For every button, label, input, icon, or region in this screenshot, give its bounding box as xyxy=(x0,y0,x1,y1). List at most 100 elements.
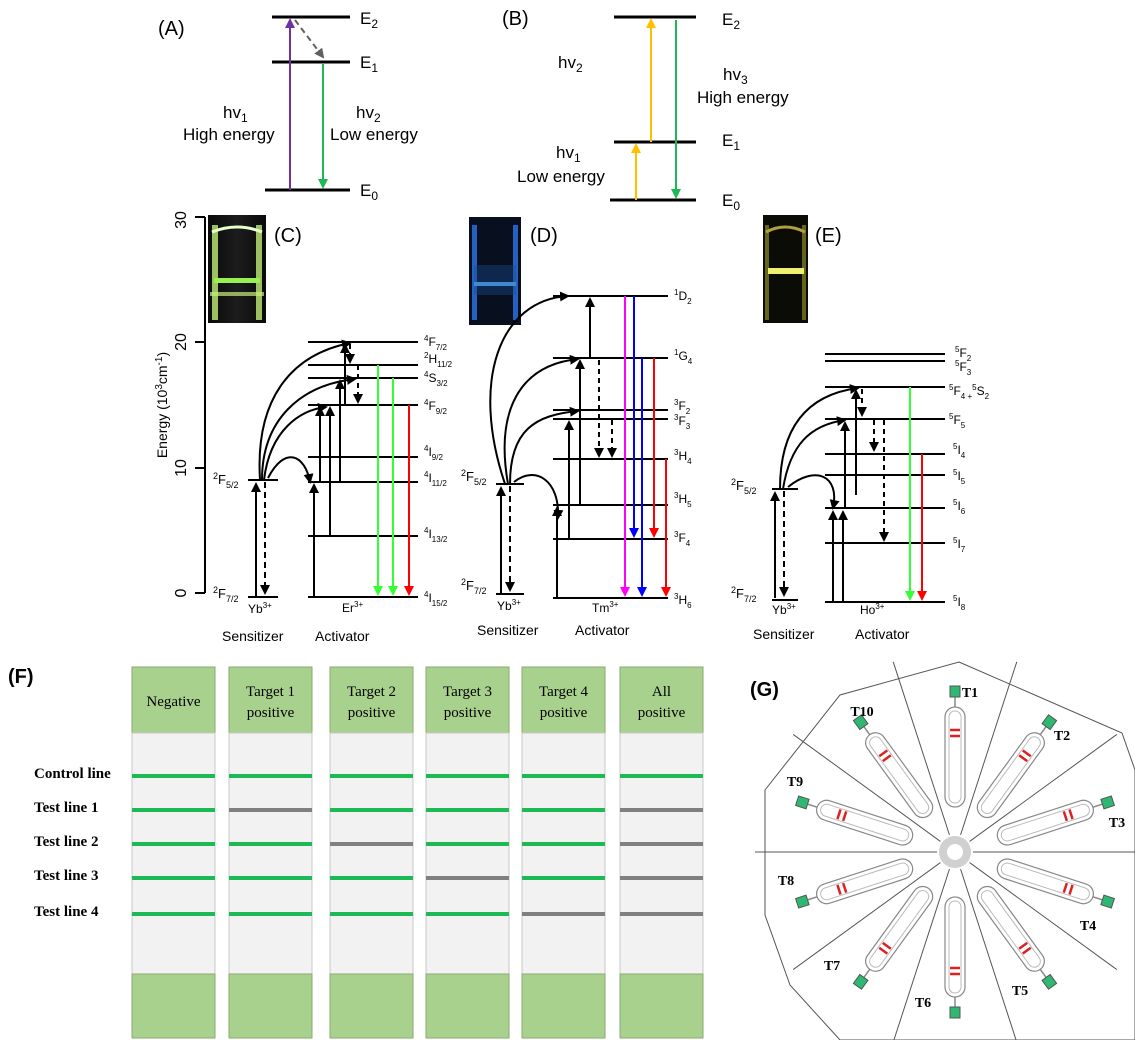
svg-text:5I5: 5I5 xyxy=(953,468,966,486)
strip-title-line2: positive xyxy=(444,705,492,721)
svg-text:Tm3+: Tm3+ xyxy=(592,600,619,615)
panel-a: (A) E2 E1 E0 hv1 High energy hv2 Low ene… xyxy=(158,9,418,203)
tube-body xyxy=(865,732,934,819)
tube-mark xyxy=(1021,946,1032,955)
tube-cap xyxy=(852,714,869,731)
svg-text:Ho3+: Ho3+ xyxy=(860,602,885,617)
strip-header-pad xyxy=(425,666,510,734)
axis-label: Energy (103cm-1) xyxy=(154,352,170,458)
row-label: Test line 2 xyxy=(34,834,98,850)
panel-a-label: (A) xyxy=(158,18,185,40)
tube-t10 xyxy=(852,714,934,819)
svg-text:2F5/2: 2F5/2 xyxy=(461,468,486,487)
panel-g-label: (G) xyxy=(750,679,779,701)
svg-text:E2: E2 xyxy=(722,10,740,32)
rotor-divider xyxy=(969,734,1118,842)
svg-text:Er3+: Er3+ xyxy=(342,600,363,615)
svg-text:3H4: 3H4 xyxy=(674,448,692,466)
tube-mark xyxy=(1068,884,1074,895)
strip-title-line2: positive xyxy=(540,705,588,721)
rotor-divider xyxy=(792,734,941,842)
strip-membrane xyxy=(329,732,414,975)
panel-e-label: (E) xyxy=(815,225,842,247)
strip-title-line1: All xyxy=(652,684,671,700)
panel-a-e0: E xyxy=(360,181,371,200)
energy-axis: 0 10 20 30 Energy (103cm-1) xyxy=(154,211,206,597)
svg-text:3F3: 3F3 xyxy=(674,413,691,431)
tube-mark xyxy=(1068,809,1074,820)
panel-b-label: (B) xyxy=(502,8,529,30)
panel-e-vial xyxy=(763,215,808,323)
strip-membrane xyxy=(131,732,216,975)
tube-neck xyxy=(1039,726,1047,736)
tube-body xyxy=(944,706,966,808)
svg-text:2F7/2: 2F7/2 xyxy=(213,585,238,604)
rotor-divider xyxy=(892,661,950,836)
tube-t9 xyxy=(794,795,914,846)
strip-4: Target 4 positive xyxy=(521,666,606,1039)
svg-text:E0: E0 xyxy=(722,191,740,213)
strip-absorbent-pad xyxy=(131,973,216,1039)
svg-text:5F5: 5F5 xyxy=(949,412,966,430)
rotor-hub-center xyxy=(947,844,963,860)
svg-text:5F3: 5F3 xyxy=(955,359,972,377)
tube-cap xyxy=(794,894,810,909)
tube-inner xyxy=(1000,862,1090,901)
svg-text:4I11/2: 4I11/2 xyxy=(424,470,447,488)
tube-cap xyxy=(1041,714,1058,731)
svg-text:4S3/2: 4S3/2 xyxy=(424,370,448,388)
tube-label: T10 xyxy=(850,705,873,720)
strip-title-line2: positive xyxy=(247,705,295,721)
tube-mark xyxy=(878,946,889,955)
rotor-divider xyxy=(893,868,950,1040)
svg-text:Yb3+: Yb3+ xyxy=(772,602,796,617)
tick-10: 10 xyxy=(173,459,190,477)
svg-text:5I7: 5I7 xyxy=(953,536,966,554)
tube-mark xyxy=(1018,754,1028,763)
tube-mark xyxy=(1021,749,1032,758)
panel-d-activator: Activator xyxy=(575,622,630,638)
tube-t4 xyxy=(996,858,1116,909)
row-label: Test line 1 xyxy=(34,800,98,816)
tube-body xyxy=(944,896,966,998)
tube-cap xyxy=(949,685,961,698)
strip-header-pad xyxy=(329,666,414,734)
svg-text:2F5/2: 2F5/2 xyxy=(731,477,756,496)
tube-t6 xyxy=(944,896,966,1019)
row-label: Test line 4 xyxy=(34,904,99,920)
tube-label: T8 xyxy=(778,874,794,889)
tube-label: T4 xyxy=(1080,919,1096,934)
tube-inner xyxy=(869,736,930,815)
tube-mark xyxy=(836,809,842,820)
rotor-divider xyxy=(960,661,1018,836)
tube-t8 xyxy=(794,858,914,909)
strip-title-line2: positive xyxy=(348,705,396,721)
tube-inner xyxy=(869,889,930,968)
panel-c-sensitizer: Sensitizer xyxy=(222,628,284,644)
tube-body xyxy=(976,885,1045,972)
tick-20: 20 xyxy=(173,333,190,351)
tube-mark xyxy=(836,884,842,895)
panel-e: (E) 2F5/2 2F7/2 Yb3+ Sensitizer 5F2 5F xyxy=(731,215,990,642)
svg-text:hv2: hv2 xyxy=(356,103,381,125)
rotor-divider xyxy=(792,862,941,970)
strip-absorbent-pad xyxy=(521,973,606,1039)
svg-text:hv2: hv2 xyxy=(558,53,583,75)
tick-0: 0 xyxy=(173,588,190,597)
tube-t2 xyxy=(976,714,1058,819)
rotor-outline xyxy=(764,661,1135,1040)
strip-title-line1: Target 4 xyxy=(539,684,589,700)
svg-text:3F4: 3F4 xyxy=(674,530,691,548)
panel-a-hv2-note: Low energy xyxy=(330,125,418,144)
panel-e-activator: Activator xyxy=(855,626,910,642)
panel-c-activator: Activator xyxy=(315,628,370,644)
tube-cap xyxy=(1100,795,1116,810)
tube-label: T5 xyxy=(1012,984,1028,999)
